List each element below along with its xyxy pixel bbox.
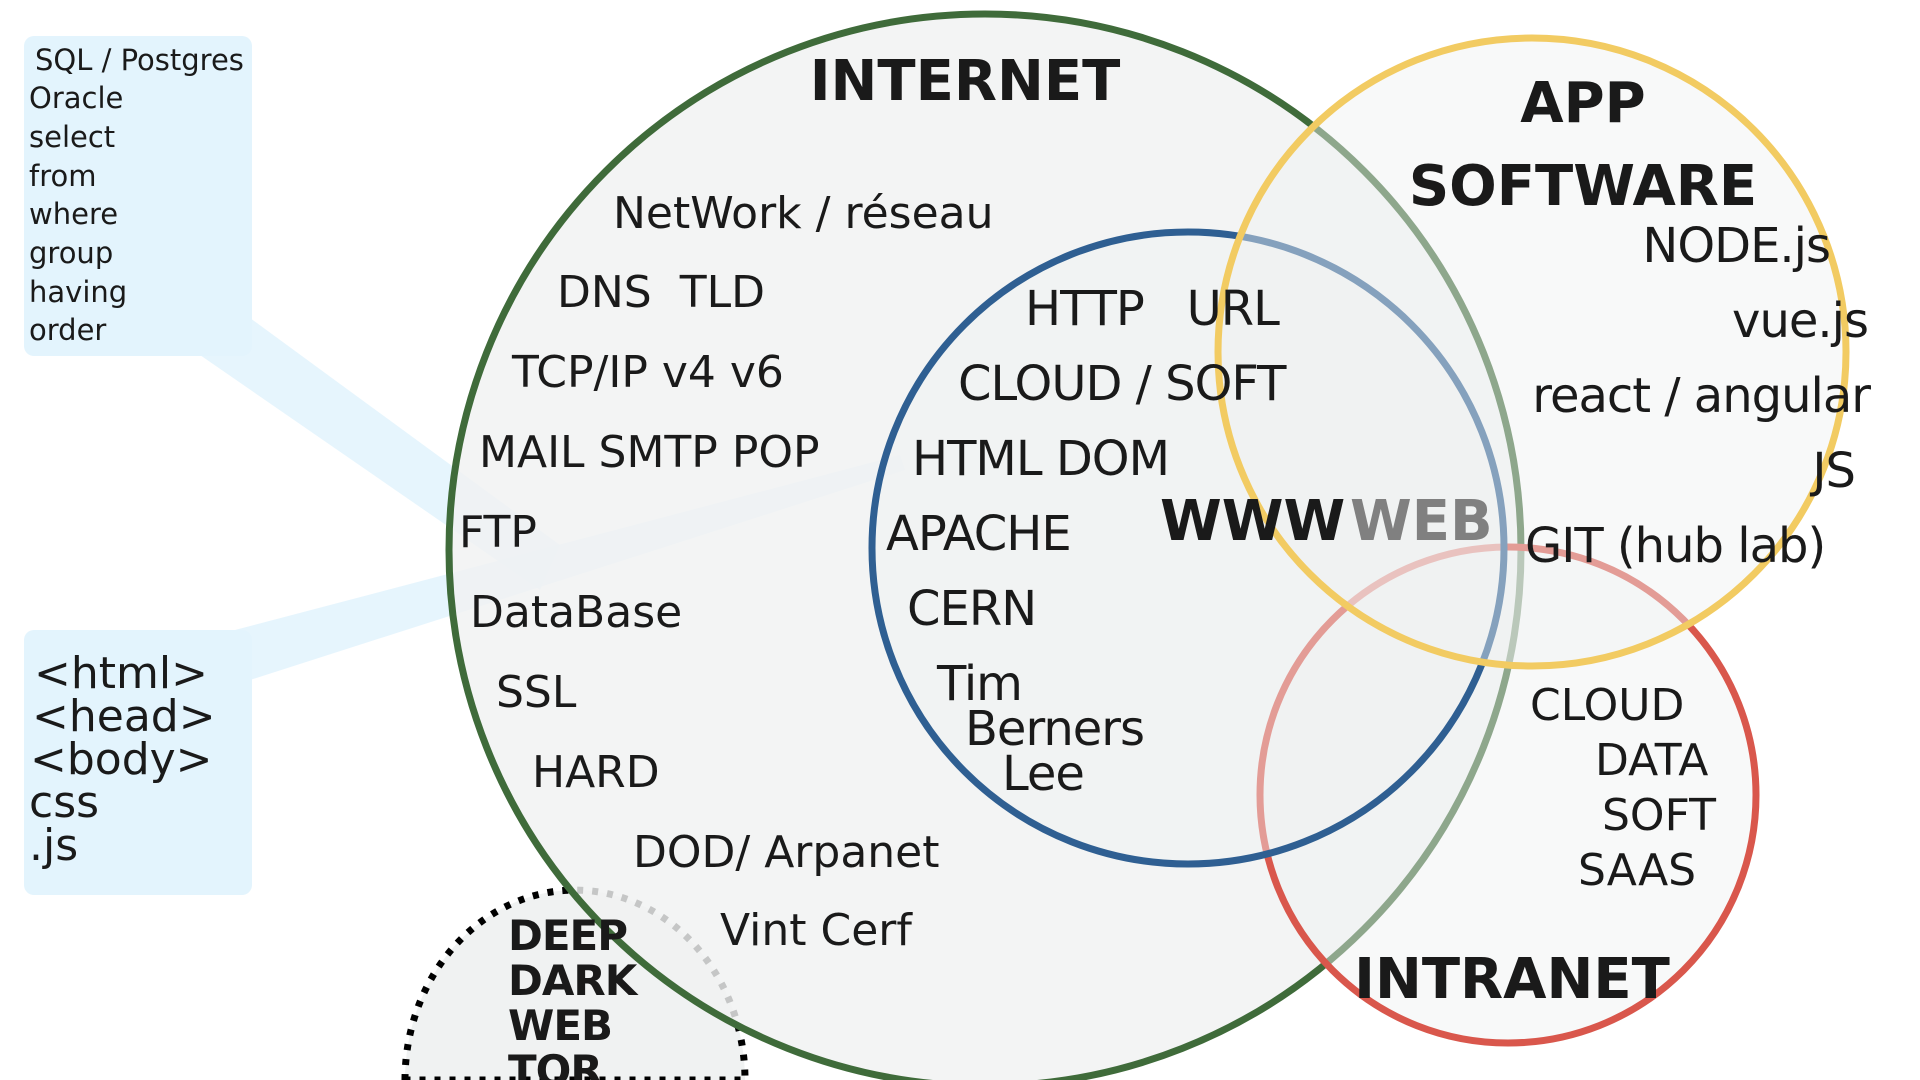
app-title-line1: APP bbox=[1520, 71, 1645, 136]
web-title-web: WEB bbox=[1350, 489, 1493, 554]
app-circle bbox=[1214, 34, 1850, 670]
intranet-item: SAAS bbox=[1578, 845, 1696, 896]
callout-html-line: <head> bbox=[32, 691, 216, 742]
callout-html-line: .js bbox=[29, 820, 78, 871]
callout-html-line: <body> bbox=[30, 734, 213, 785]
deep-line: TOR bbox=[508, 1046, 602, 1080]
callout-sql-line: from bbox=[29, 159, 97, 193]
web-item: Lee bbox=[1002, 746, 1084, 802]
web-item: CERN bbox=[907, 581, 1036, 637]
callout-sql-line: select bbox=[29, 120, 115, 154]
deep-line: DEEP bbox=[508, 911, 627, 960]
internet-item: Vint Cerf bbox=[720, 905, 913, 956]
app-item: NODE.js bbox=[1642, 218, 1830, 274]
callout-sql-line: where bbox=[29, 197, 118, 231]
intranet-circle bbox=[1256, 543, 1760, 1047]
callout-html-line: <html> bbox=[34, 648, 208, 699]
callout-html-line: css bbox=[29, 777, 99, 828]
intranet-item: SOFT bbox=[1602, 790, 1716, 841]
intranet-title: INTRANET bbox=[1354, 947, 1670, 1012]
internet-title: INTERNET bbox=[810, 49, 1121, 114]
deep-line: DARK bbox=[508, 956, 639, 1005]
internet-item: NetWork / réseau bbox=[613, 188, 994, 239]
web-item: Tim bbox=[936, 656, 1022, 712]
app-item: JS bbox=[1809, 443, 1855, 499]
app-item: react / angular bbox=[1532, 368, 1871, 424]
app-item: GIT (hub lab) bbox=[1525, 518, 1825, 574]
internet-item: DOD/ Arpanet bbox=[633, 827, 940, 878]
deep-line: WEB bbox=[508, 1001, 612, 1050]
callout-html-box bbox=[24, 630, 252, 895]
callout-sql-line: group bbox=[29, 236, 113, 270]
internet-item: DNS TLD bbox=[557, 267, 765, 318]
web-item: Berners bbox=[965, 701, 1144, 757]
app-item: vue.js bbox=[1732, 293, 1868, 349]
web-item: CLOUD / SOFT bbox=[958, 356, 1287, 412]
app-title-line2: SOFTWARE bbox=[1409, 154, 1757, 219]
web-title-www: WWW bbox=[1160, 489, 1345, 554]
internet-item: TCP/IP v4 v6 bbox=[511, 347, 784, 398]
internet-item: SSL bbox=[496, 667, 577, 718]
internet-item: DataBase bbox=[470, 587, 682, 638]
internet-item: MAIL SMTP POP bbox=[479, 427, 820, 478]
web-circle bbox=[868, 228, 1508, 868]
callout-sql-line: SQL / Postgres bbox=[35, 43, 244, 77]
web-item: HTTP URL bbox=[1025, 281, 1280, 337]
callout-sql-line: order bbox=[29, 313, 106, 347]
callout-sql-line: having bbox=[29, 275, 127, 309]
internet-item: FTP bbox=[459, 507, 537, 558]
intranet-item: CLOUD bbox=[1530, 680, 1684, 731]
callout-sql-line: Oracle bbox=[29, 81, 123, 115]
web-item: APACHE bbox=[886, 506, 1071, 562]
intranet-item: DATA bbox=[1595, 735, 1708, 786]
callout-sql-box bbox=[24, 36, 252, 356]
internet-item: HARD bbox=[532, 747, 660, 798]
web-item: HTML DOM bbox=[912, 431, 1169, 487]
